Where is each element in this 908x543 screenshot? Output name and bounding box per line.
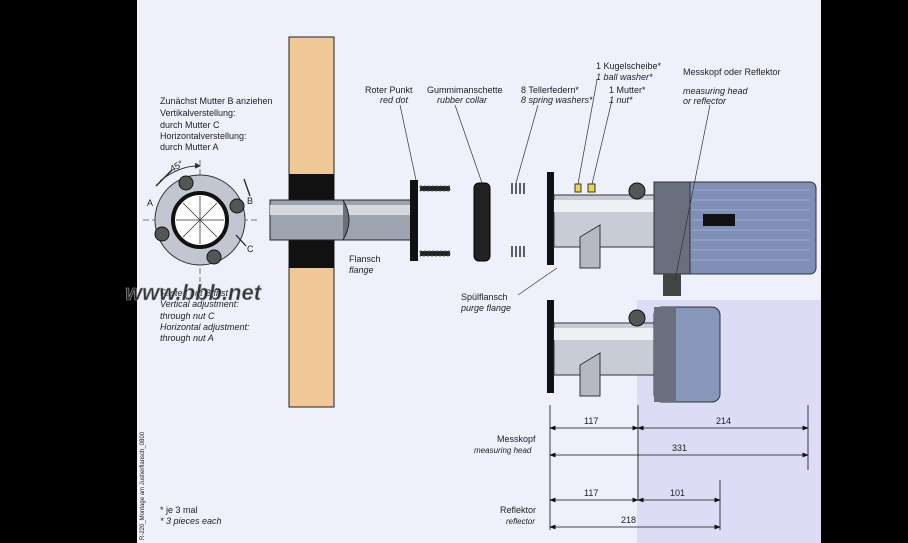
- svg-text:Gummimanschette: Gummimanschette: [427, 85, 503, 95]
- svg-text:flange: flange: [349, 265, 374, 275]
- svg-text:Roter Punkt: Roter Punkt: [365, 85, 413, 95]
- svg-text:1 Kugelscheibe*: 1 Kugelscheibe*: [596, 61, 662, 71]
- svg-text:measuring head: measuring head: [683, 86, 749, 96]
- dim-refl-117: 117: [584, 488, 598, 498]
- dim-head-214: 214: [716, 416, 731, 426]
- clamp-knob: [628, 182, 646, 200]
- nut-b-label: B: [247, 196, 253, 206]
- bolt-hole: [229, 198, 245, 214]
- svg-text:measuring head: measuring head: [474, 446, 532, 455]
- svg-text:through nut C: through nut C: [160, 311, 215, 321]
- flange-bolts: [419, 185, 451, 257]
- dim-refl-218: 218: [621, 515, 636, 525]
- leader-lines: [399, 79, 711, 296]
- spring-washers: [511, 183, 525, 257]
- svg-text:durch Mutter A: durch Mutter A: [160, 142, 219, 152]
- instructions-english: Fasten nut B first Vertical adjustment: …: [160, 288, 250, 343]
- angle-arc: [159, 162, 201, 182]
- svg-text:Horizontalverstellung:: Horizontalverstellung:: [160, 131, 247, 141]
- svg-text:Messkopf: Messkopf: [497, 434, 536, 444]
- svg-text:red dot: red dot: [380, 95, 409, 105]
- svg-text:through nut A: through nut A: [160, 333, 214, 343]
- svg-text:1 ball washer*: 1 ball washer*: [596, 72, 653, 82]
- dimension-row-labels: Messkopf measuring head Reflektor reflec…: [474, 434, 536, 526]
- flange-face-view: 45° A B C: [143, 158, 260, 282]
- status-display: [703, 214, 735, 226]
- nut-a-label: A: [147, 198, 153, 208]
- bolt-hole: [154, 226, 170, 242]
- drawing-id: R-220_Montage am Justierflansch_0800: [140, 431, 146, 540]
- pipe-cut-end: [342, 199, 350, 241]
- nut: [587, 183, 596, 193]
- svg-text:purge flange: purge flange: [460, 303, 511, 313]
- svg-text:1 Mutter*: 1 Mutter*: [609, 85, 646, 95]
- purge-flange-assembly-lower: [547, 300, 721, 403]
- svg-text:8 spring washers*: 8 spring washers*: [521, 95, 593, 105]
- dimension-values: 117 214 331 117 101 218: [584, 416, 731, 525]
- callout-labels: Roter Punkt red dot Gummimanschette rubb…: [349, 61, 781, 313]
- svg-text:8 Tellerfedern*: 8 Tellerfedern*: [521, 85, 579, 95]
- svg-text:rubber collar: rubber collar: [437, 95, 488, 105]
- rubber-collar: [473, 182, 491, 262]
- ball-washer: [574, 183, 582, 193]
- nut-c-label: C: [247, 244, 254, 254]
- svg-text:reflector: reflector: [506, 517, 535, 526]
- svg-text:Flansch: Flansch: [349, 254, 381, 264]
- instructions-german: Zunächst Mutter B anziehen Vertikalverst…: [160, 96, 273, 152]
- dim-head-117: 117: [584, 416, 598, 426]
- svg-text:durch Mutter C: durch Mutter C: [160, 120, 220, 130]
- svg-text:Zunächst Mutter B anziehen: Zunächst Mutter B anziehen: [160, 96, 273, 106]
- bolt-hole: [206, 249, 222, 265]
- dimension-lines: [549, 405, 809, 530]
- svg-text:Messkopf oder Reflektor: Messkopf oder Reflektor: [683, 67, 781, 77]
- svg-text:Vertikalverstellung:: Vertikalverstellung:: [160, 108, 236, 118]
- bolt-hole: [178, 175, 194, 191]
- svg-text:Reflektor: Reflektor: [500, 505, 536, 515]
- svg-text:or reflector: or reflector: [683, 96, 727, 106]
- footnote-en: * 3 pieces each: [160, 516, 222, 526]
- footnote-de: * je 3 mal: [160, 505, 198, 515]
- svg-text:Fasten nut B first: Fasten nut B first: [160, 288, 229, 298]
- purge-flange-assembly-upper: [547, 172, 817, 296]
- svg-text:1 nut*: 1 nut*: [609, 95, 633, 105]
- dim-head-331: 331: [672, 443, 687, 453]
- dim-refl-101: 101: [670, 488, 685, 498]
- svg-text:Vertical adjustment:: Vertical adjustment:: [160, 299, 239, 309]
- svg-text:Horizontal adjustment:: Horizontal adjustment:: [160, 322, 250, 332]
- svg-text:Spülflansch: Spülflansch: [461, 292, 508, 302]
- watermark: www.bbb.net: [125, 280, 263, 305]
- welded-flange: [410, 180, 418, 261]
